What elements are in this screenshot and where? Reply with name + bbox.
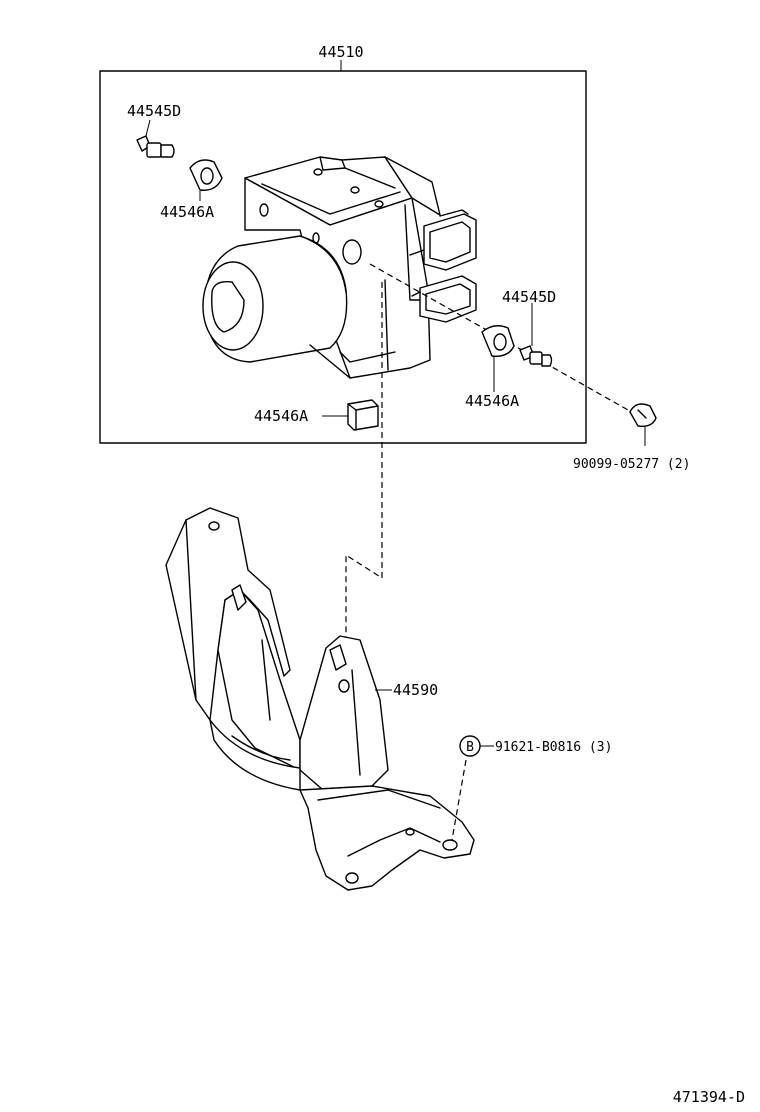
cushion-bottom-part	[347, 399, 379, 431]
label-bolt-left: 44545D	[127, 102, 181, 120]
bolt-left-part	[136, 135, 175, 158]
bolt-marker-letter: B	[466, 740, 474, 755]
cushion-right-part	[481, 325, 515, 357]
assembly-frame	[99, 60, 587, 444]
label-bolt: 91621-B0816 (3)	[495, 740, 612, 755]
label-cushion-right: 44546A	[465, 392, 519, 410]
label-assembly: 44510	[318, 43, 363, 61]
label-nut: 90099-05277 (2)	[573, 457, 690, 472]
label-bolt-right: 44545D	[502, 288, 556, 306]
bracket-part	[165, 507, 475, 891]
nut-part	[629, 403, 657, 428]
drawing-number: 471394-D	[673, 1088, 745, 1106]
label-cushion-left: 44546A	[160, 203, 214, 221]
label-cushion-bottom: 44546A	[254, 407, 308, 425]
dash-line-bolt	[451, 759, 467, 841]
abs-actuator-body	[202, 156, 477, 379]
bolt-right-part	[519, 345, 553, 367]
label-bracket: 44590	[393, 681, 438, 699]
dash-line-bracket	[345, 282, 383, 640]
cushion-left-part	[189, 159, 223, 191]
